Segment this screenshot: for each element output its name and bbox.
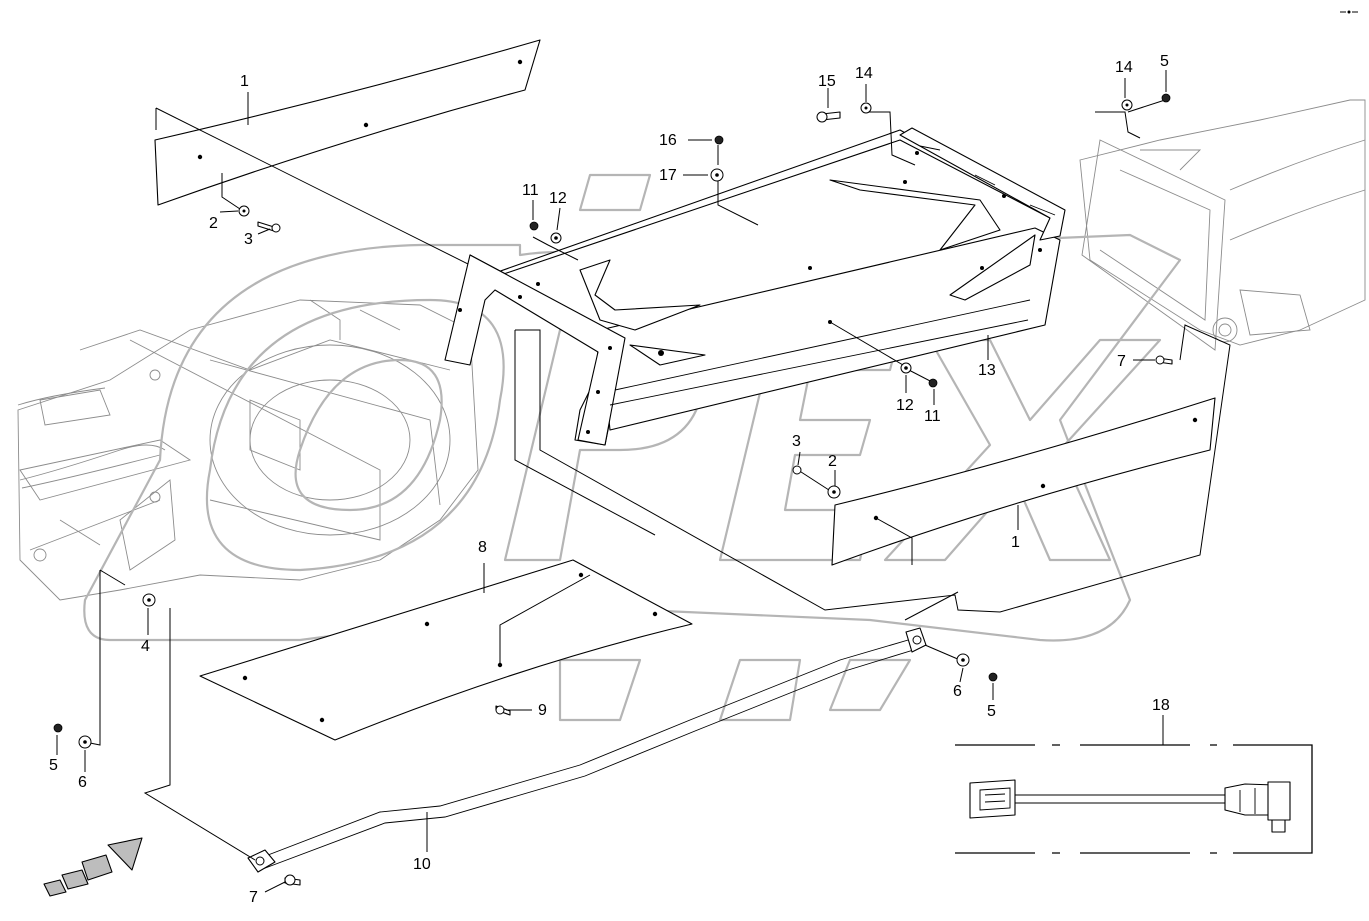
callout-18: 18 [1152,697,1170,714]
callout-9: 9 [538,702,547,719]
callout-16: 16 [659,132,677,149]
background-machine-right [1079,99,1366,351]
callout-17: 17 [659,167,677,184]
callout-5: 5 [987,703,996,720]
callout-14: 14 [855,65,873,82]
callout-6: 6 [78,774,87,791]
fasteners [53,93,1173,886]
callout-5: 5 [1160,53,1169,70]
callout-1: 1 [1011,534,1020,551]
callout-5: 5 [49,757,58,774]
callout-1: 1 [240,73,249,90]
callout-15: 15 [818,73,836,90]
callout-12: 12 [549,190,567,207]
callout-14: 14 [1115,59,1133,76]
callout-7: 7 [249,889,258,906]
part-18-harness-box [955,715,1313,854]
part-10-rod [247,627,927,873]
callout-13: 13 [978,362,996,379]
background-machine-left [17,299,479,601]
callout-2: 2 [209,215,218,232]
page-corner-mark-icon [1340,10,1358,14]
part-1-right-panel [831,397,1216,566]
callout-8: 8 [478,539,487,556]
label-stubs [56,70,1167,893]
callout-6: 6 [953,683,962,700]
travel-direction-arrow-icon [43,837,143,897]
callout-labels: 1 1 2 2 3 3 4 5 5 5 6 6 7 7 8 9 10 11 11… [49,53,1170,906]
callout-12: 12 [896,397,914,414]
callout-3: 3 [792,433,801,450]
part-13-main-frame [444,127,1066,446]
part-8-plate [199,559,693,741]
callout-2: 2 [828,453,837,470]
callout-11: 11 [522,182,539,199]
callout-4: 4 [141,638,150,655]
callout-7: 7 [1117,353,1126,370]
callout-11: 11 [924,408,941,425]
callout-3: 3 [244,231,253,248]
callout-10: 10 [413,856,431,873]
